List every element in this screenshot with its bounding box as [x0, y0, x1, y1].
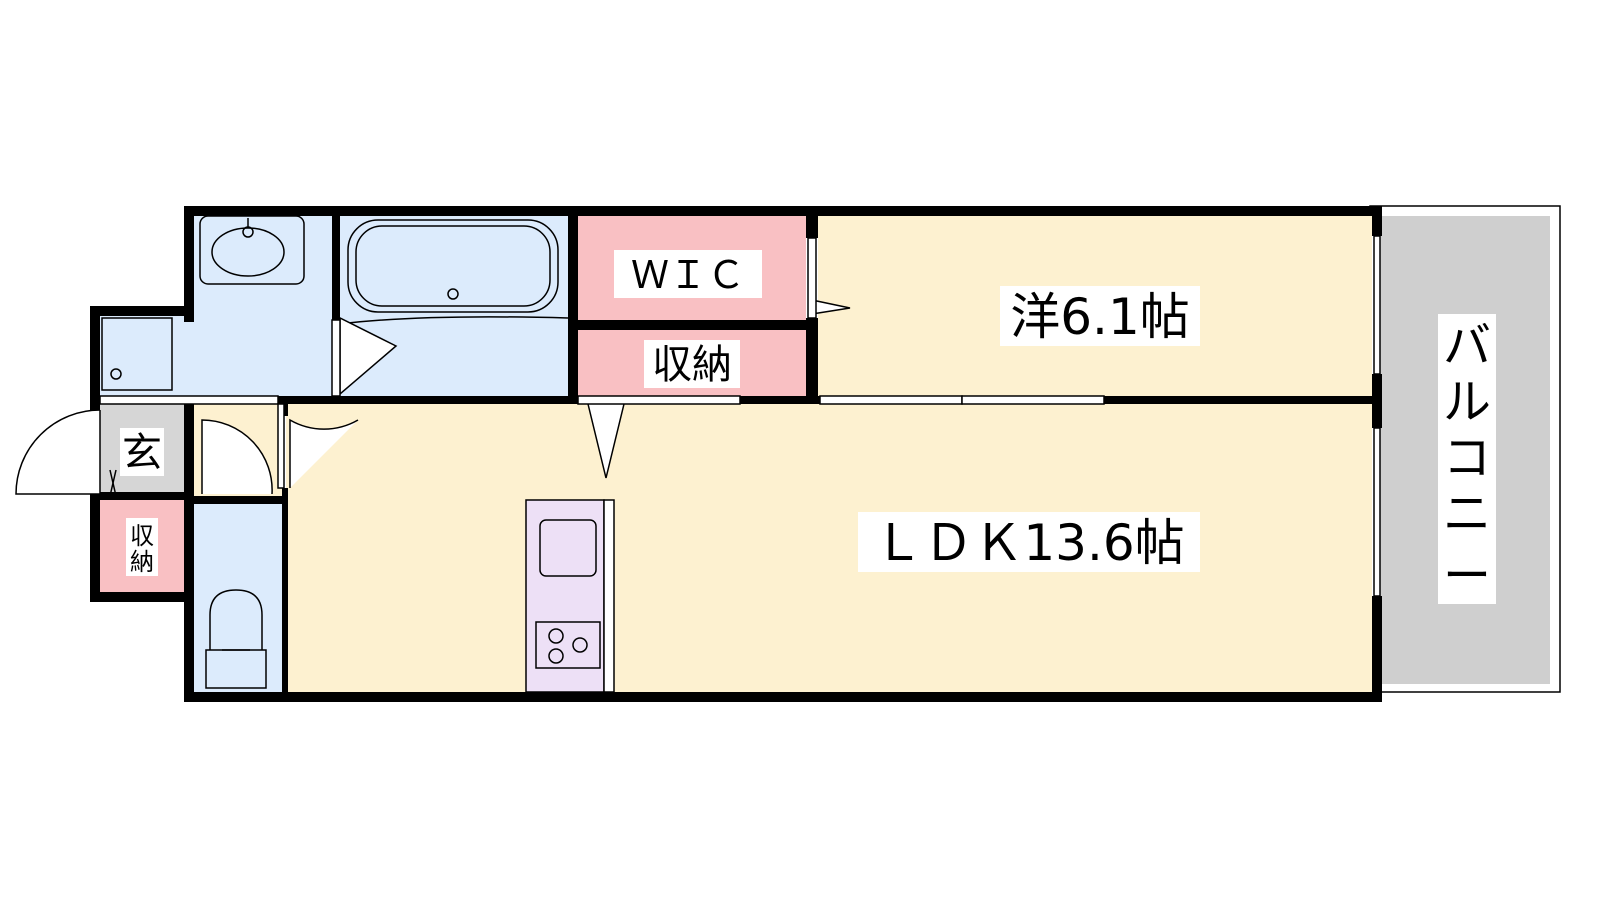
balcony-label-bg [1438, 314, 1496, 604]
balcony-window-lower [1373, 427, 1381, 597]
sliding-door-ldk [577, 395, 741, 405]
walls [90, 206, 1382, 702]
western-label: 洋6.1帖 [1010, 288, 1190, 346]
balcony-label-char: ル [1443, 374, 1491, 430]
wall-genkan-hall [184, 396, 194, 604]
balcony-window-upper [1373, 235, 1381, 375]
toilet-room [194, 504, 282, 692]
wic-door [811, 299, 851, 315]
balcony-label-char: コ [1443, 430, 1491, 486]
sliding-door-western-b [961, 395, 1105, 405]
wall-left-upper [184, 206, 194, 322]
wall-wic-western-low [806, 318, 818, 404]
entrance-door [15, 409, 101, 495]
washbasin-bowl [211, 227, 285, 277]
washroom-ext [100, 316, 200, 396]
entry-storage-label-bottom: 納 [130, 548, 154, 576]
ldk-label-bg [858, 512, 1200, 572]
balcony-label-char: ー [1443, 548, 1491, 604]
wall-hall-toilet [194, 496, 282, 504]
wall-mid-b [740, 396, 820, 404]
balcony-label-char: ニ [1443, 486, 1491, 542]
wic-door-jamb [807, 237, 817, 319]
wall-wash-bath [332, 216, 340, 320]
wall-entry-bottom [90, 592, 194, 602]
wall-left-lower [184, 592, 194, 702]
balcony-label-char: バ [1443, 318, 1491, 374]
burner-icon [572, 637, 588, 653]
kitchen-sink [539, 519, 597, 577]
kitchen-backsplash [603, 499, 615, 693]
storage-label: 収納 [652, 342, 732, 388]
hall-door [201, 419, 273, 495]
wall-right-lower [1372, 596, 1382, 702]
washroom [194, 216, 332, 396]
bath-step [339, 316, 569, 325]
wic-label: ＷＩＣ [631, 253, 745, 297]
burner-icon [548, 648, 564, 664]
bathtub-drain [447, 288, 459, 300]
bathtub-outer [347, 219, 559, 313]
entry-storage-label-top: 収 [130, 522, 154, 550]
labels: ＷＩＣ 収納 洋6.1帖 ＬＤＫ13.6帖 玄 収 納 バ ル コ ニ ー [120, 250, 1496, 604]
fixtures [101, 215, 615, 693]
wall-bottom [184, 692, 1380, 702]
doors [15, 299, 851, 497]
kitchen-stove [535, 621, 601, 669]
entry-storage-label-bg [126, 518, 158, 576]
wall-wic-storage [578, 320, 806, 330]
wic-label-bg [614, 250, 762, 298]
bath-door-jamb [331, 319, 341, 397]
wall-entry-left-lower [90, 494, 100, 602]
genkan-label-bg [120, 428, 164, 476]
wall-mid-a [282, 396, 578, 404]
sliding-door-western-a [819, 395, 963, 405]
toilet-bowl [209, 589, 263, 650]
wall-entry-top [90, 306, 194, 316]
washing-machine-drain [110, 368, 122, 380]
genkan-label: 玄 [122, 430, 162, 476]
washing-machine-pan [101, 317, 173, 391]
ldk-room [286, 404, 1372, 692]
bathtub-inner [355, 225, 551, 307]
ldk-label: ＬＤＫ13.6帖 [873, 514, 1184, 572]
partitions [99, 235, 1381, 597]
storage-door [587, 403, 625, 479]
wall-top [184, 206, 1380, 216]
kitchen-counter [525, 499, 605, 693]
wall-genkan-storage [100, 492, 184, 500]
ldk-door [289, 418, 359, 488]
wall-bath-wic [568, 216, 578, 396]
wall-right-mid [1372, 374, 1382, 428]
hall-door-jamb [277, 403, 285, 489]
storage-label-bg [644, 340, 740, 388]
western-label-bg [1000, 286, 1200, 346]
wall-right-upper [1372, 206, 1382, 236]
wash-genkan-partition [99, 395, 279, 405]
wall-mid-c [1104, 396, 1372, 404]
burner-icon [548, 628, 564, 644]
wall-entry-left-upper [90, 306, 100, 410]
genkan-step [109, 469, 117, 497]
wall-hall-ldk-low [282, 488, 288, 702]
wall-wic-western [806, 216, 818, 238]
wall-hall-ldk [282, 404, 288, 416]
